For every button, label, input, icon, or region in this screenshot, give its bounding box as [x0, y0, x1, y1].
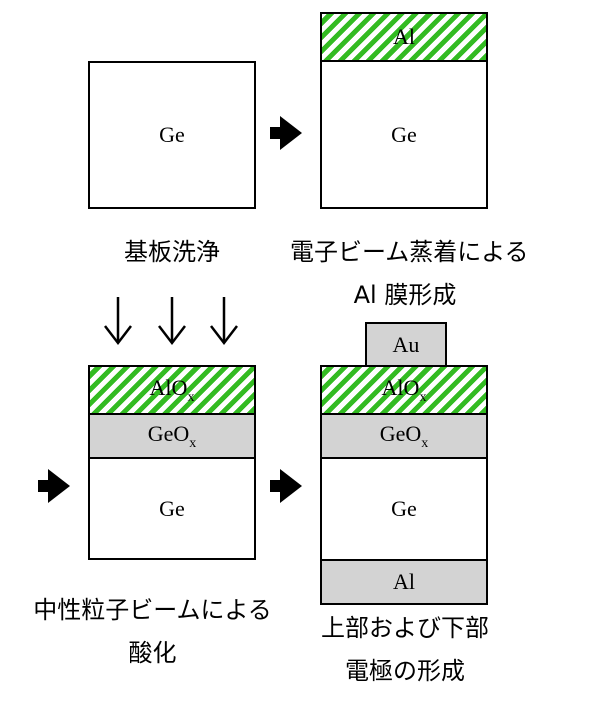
p1-ge-substrate: Ge: [88, 61, 256, 209]
process-arrow-icon: [38, 469, 70, 503]
p3-ge-substrate: Ge: [88, 457, 256, 560]
p4-ge-substrate: Ge: [320, 457, 488, 561]
p3-geox-label: GeOx: [147, 420, 197, 451]
p4-ge-label: Ge: [391, 496, 417, 521]
p3-alox-label: AlOx: [149, 374, 195, 405]
process-arrow-icon: [270, 116, 302, 150]
p4-alox-label: AlOx: [381, 374, 427, 405]
process-arrow-icon: [270, 469, 302, 503]
p1-ge-label: Ge: [159, 122, 185, 147]
p2-al-label: Al: [393, 24, 415, 49]
down-arrow-icon: [104, 297, 132, 346]
p4-au-label: Au: [392, 331, 420, 357]
p3-caption-line1: 中性粒子ビームによる: [33, 596, 272, 624]
p4-al-label: Al: [393, 569, 415, 594]
p2-caption-line1: 電子ビーム蒸着による: [290, 238, 529, 266]
p3-ge-label: Ge: [159, 495, 185, 521]
p2-ge-label: Ge: [391, 121, 417, 147]
p1-caption: 基板洗浄: [124, 238, 220, 266]
p2-al-layer: Al: [320, 12, 488, 62]
p3-caption-line2: 酸化: [128, 639, 177, 667]
down-arrow-icon: [210, 297, 238, 346]
p4-geox-label: GeOx: [379, 420, 429, 451]
p4-au-electrode: Au: [365, 322, 447, 367]
p4-caption-line2: 電極の形成: [345, 657, 465, 685]
p2-caption-line2: Al 膜形成: [353, 281, 457, 309]
p4-al-bottom-electrode: Al: [320, 559, 488, 605]
p2-ge-substrate: Ge: [320, 60, 488, 209]
p4-alox-layer: AlOx: [320, 365, 488, 415]
p4-caption-line1: 上部および下部: [321, 614, 489, 642]
down-arrow-icon: [158, 297, 186, 346]
